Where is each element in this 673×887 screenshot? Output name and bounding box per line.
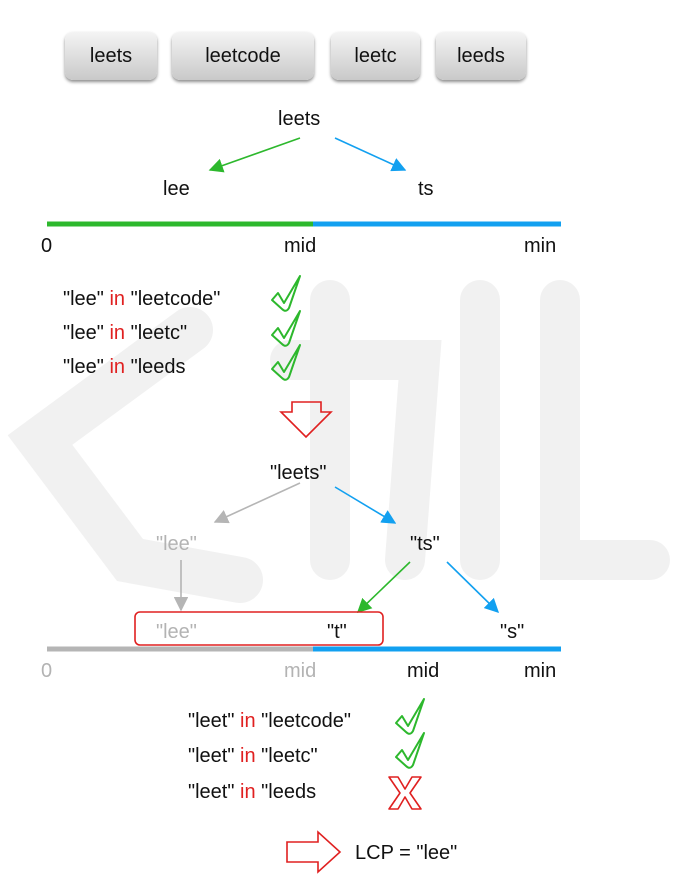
axis2-end-label: min [524, 660, 557, 682]
tree-right-label: ts [418, 178, 434, 200]
axis2-start-label: 0 [41, 660, 53, 682]
result-arrow-icon [286, 830, 342, 874]
check-icon [395, 732, 425, 769]
string-pill: leets [65, 32, 157, 80]
in-keyword: in [240, 781, 256, 803]
check-icon [271, 344, 301, 381]
tree-left-label: lee [163, 178, 190, 200]
check-icon [395, 698, 425, 735]
axis1-mid-label: mid [284, 235, 317, 257]
check-row: "leet" in "leetcode" [188, 710, 351, 732]
axis2-mid-label: mid [407, 660, 440, 682]
arrow-to-ts [334, 137, 407, 172]
check-row: "leet" in "leetc" [188, 745, 318, 767]
arrow-to-ts-quoted [334, 486, 397, 524]
in-keyword: in [109, 356, 126, 378]
target-string: "leetc" [261, 745, 318, 767]
tree2-leaf-s: "s" [500, 621, 525, 643]
substring: "leet" [188, 710, 235, 732]
arrow-to-t [356, 561, 411, 613]
tree2-leaf-t: "t" [327, 621, 347, 643]
substring: "leet" [188, 781, 235, 803]
tree2-leaf-lee: "lee" [156, 621, 197, 643]
in-keyword: in [240, 745, 256, 767]
check-icon [271, 275, 301, 312]
down-arrow-icon [279, 401, 333, 439]
substring: "leet" [188, 745, 235, 767]
tree-root-label: leets [278, 108, 321, 130]
watermark-logo [7, 280, 670, 603]
target-string: "leetcode" [261, 710, 351, 732]
in-keyword: in [109, 322, 126, 344]
prefix-highlight-box [134, 611, 384, 646]
substring: "lee" [63, 288, 104, 310]
check-row: "lee" in "leeds [63, 356, 186, 378]
tree2-right-label: "ts" [410, 533, 440, 555]
axis1-start-label: 0 [41, 235, 53, 257]
arrow-to-lee [208, 137, 301, 173]
target-string: "leeds [130, 356, 186, 378]
check-row: "lee" in "leetcode" [63, 288, 220, 310]
in-keyword: in [109, 288, 126, 310]
string-pill: leeds [436, 32, 526, 80]
target-string: "leetc" [130, 322, 188, 344]
string-pill: leetc [331, 32, 420, 80]
check-row: "lee" in "leetc" [63, 322, 187, 344]
check-icon [271, 310, 301, 347]
target-string: "leeds [261, 781, 317, 803]
check-row: "leet" in "leeds [188, 781, 316, 803]
tree2-root-label: "leets" [270, 462, 327, 484]
tree2-left-label: "lee" [156, 533, 197, 555]
in-keyword: in [240, 710, 256, 732]
cross-icon [388, 776, 422, 810]
arrow-to-s [446, 561, 500, 614]
axis1-end-label: min [524, 235, 557, 257]
substring: "lee" [63, 322, 104, 344]
substring: "lee" [63, 356, 104, 378]
target-string: "leetcode" [130, 288, 221, 310]
axis2-old-mid-label: mid [284, 660, 317, 682]
arrow-to-lee-gray [213, 482, 301, 524]
string-pill: leetcode [172, 32, 314, 80]
lcp-result-label: LCP = "lee" [355, 842, 458, 864]
